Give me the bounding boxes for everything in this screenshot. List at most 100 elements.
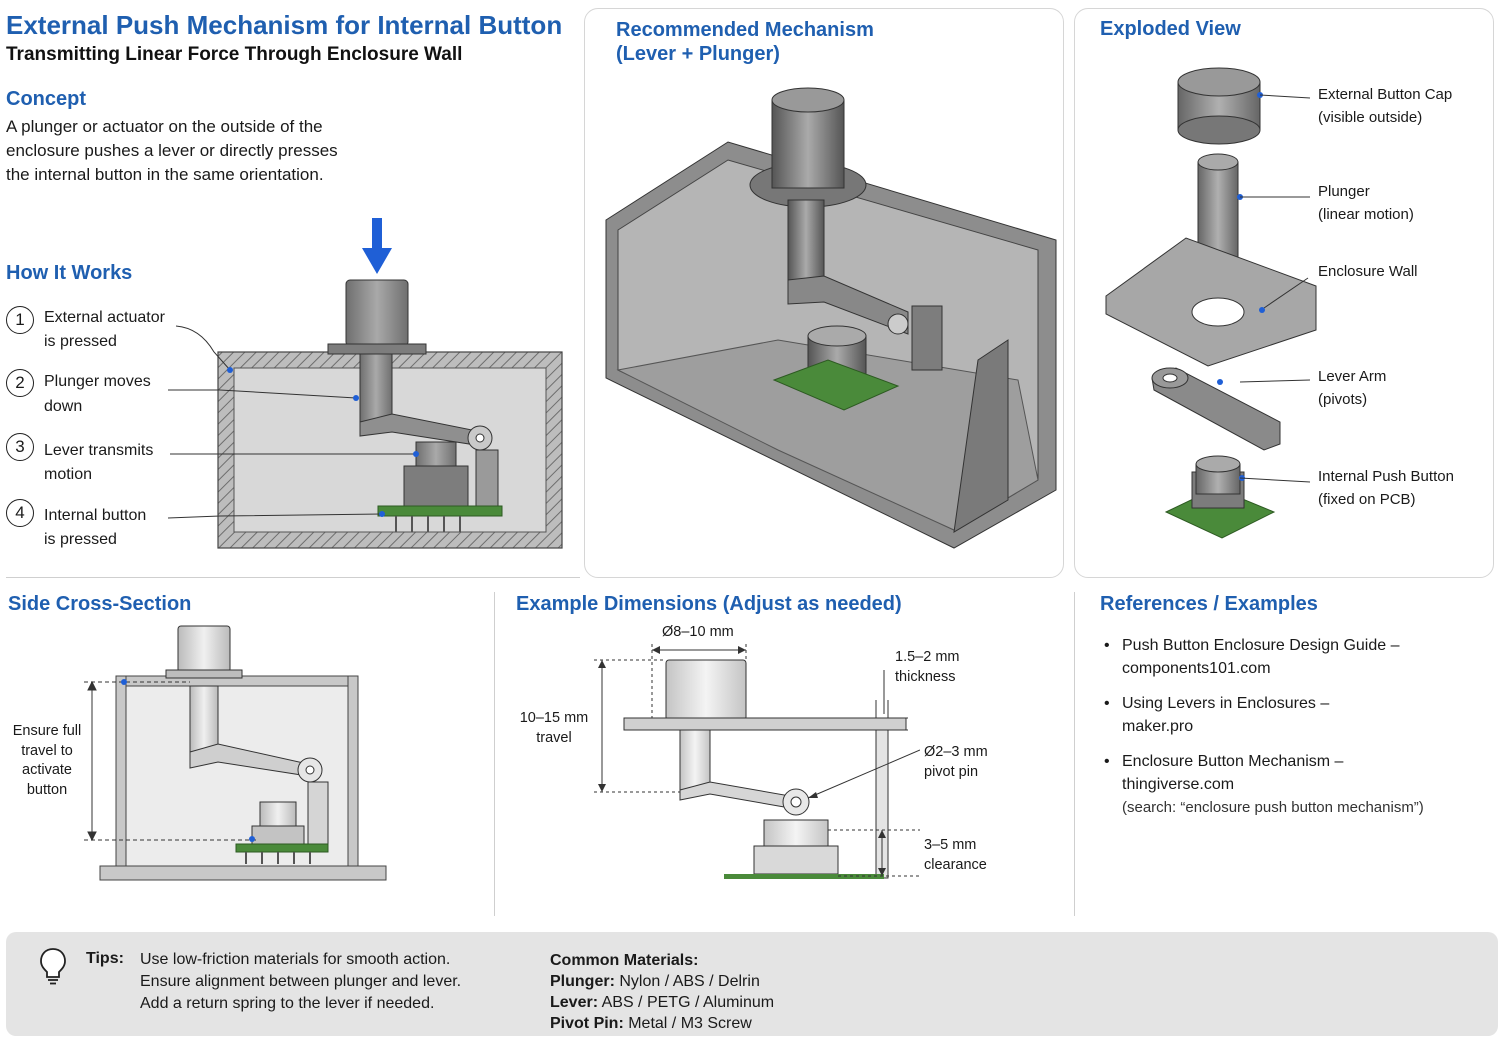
pivot-label: Ø2–3 mm pivot pin (924, 742, 988, 782)
recommended-mechanism-render (605, 87, 1057, 549)
pcb (377, 505, 503, 517)
dim-line: thickness (895, 669, 956, 685)
exploded-plunger-top (1197, 153, 1239, 171)
cap-flange (327, 343, 427, 355)
callout-wall: Enclosure Wall (1318, 260, 1417, 283)
note-line: travel to (21, 742, 73, 759)
step-line: down (44, 398, 83, 415)
dim-line: clearance (924, 857, 987, 873)
leader-lines (167, 325, 416, 519)
exploded-lever (1151, 367, 1281, 451)
divider (6, 577, 580, 578)
callout-line: (fixed on PCB) (1318, 491, 1416, 508)
dim-button (763, 819, 829, 849)
button-legs (395, 516, 461, 532)
recommended-heading-line: (Lever + Plunger) (616, 43, 780, 65)
pivot (887, 313, 909, 335)
divider (494, 592, 495, 916)
cap-diameter-label: Ø8–10 mm (662, 624, 734, 640)
references-list: Push Button Enclosure Design Guide – com… (1100, 634, 1495, 831)
dim-line: Ø2–3 mm (924, 744, 988, 760)
callout-line: (linear motion) (1318, 206, 1414, 223)
material-label: Plunger: (550, 973, 615, 990)
pivot-block (911, 305, 943, 371)
dim-line: 1.5–2 mm (895, 649, 960, 665)
callout-line: Internal Push Button (1318, 468, 1454, 485)
step-text-1: External actuator is pressed (44, 306, 204, 354)
divider (1074, 592, 1075, 916)
material-label: Pivot Pin: (550, 1015, 624, 1032)
exploded-cap-top (1177, 67, 1261, 97)
cs-pivot-hole (305, 765, 315, 775)
reference-title: Using Levers in Enclosures – (1122, 695, 1330, 712)
cs-left-wall (115, 675, 127, 867)
note-line: Ensure full (12, 723, 82, 739)
exploded-heading: Exploded View (1100, 18, 1241, 40)
cs-right-wall (347, 675, 359, 867)
step-line: External actuator (44, 309, 165, 326)
internal-button-top (415, 441, 457, 469)
callout-line: Plunger (1318, 183, 1370, 200)
dim-plunger (679, 729, 711, 793)
concept-text: A plunger or actuator on the outside of … (6, 115, 386, 187)
how-it-works-diagram (167, 218, 563, 549)
exploded-cap-bottom (1177, 115, 1261, 145)
dim-lever (679, 781, 791, 809)
cs-button (259, 801, 297, 829)
step-line: Plunger moves (44, 373, 151, 390)
plunger (359, 353, 393, 425)
enclosure-floor (616, 339, 1039, 531)
callout-dot (1217, 379, 1223, 385)
tip-line: Use low-friction materials for smooth ac… (140, 951, 451, 968)
step-number-4: 4 (6, 499, 34, 527)
callout-lever: Lever Arm (pivots) (1318, 365, 1386, 411)
step-line: is pressed (44, 531, 117, 548)
cs-legs (245, 852, 311, 864)
callout-dot (1259, 307, 1265, 313)
dim-button-body (753, 845, 839, 875)
materials-block: Common Materials: Plunger: Nylon / ABS /… (550, 950, 970, 1034)
reference-source[interactable]: components101.com (1122, 660, 1271, 677)
step-line: Lever transmits (44, 442, 154, 459)
exploded-render (1105, 67, 1317, 539)
cap-top (771, 87, 845, 113)
callout-dot (121, 679, 127, 685)
cross-section-diagram (84, 625, 387, 881)
dim-pivot-hole (790, 796, 802, 808)
callout-button: Internal Push Button (fixed on PCB) (1318, 465, 1454, 511)
references-heading: References / Examples (1100, 593, 1318, 615)
press-arrow-icon (362, 218, 392, 274)
reference-source[interactable]: thingiverse.com (1122, 776, 1235, 793)
step-number-3: 3 (6, 433, 34, 461)
dim-line: 10–15 mm (519, 710, 589, 726)
how-it-works-heading: How It Works (6, 262, 133, 284)
callout-dot (249, 836, 255, 842)
dim-pcb (724, 874, 884, 879)
enclosure-side-wall (953, 339, 1009, 533)
callout-line: (pivots) (1318, 391, 1368, 408)
cs-pivot-post (307, 781, 329, 847)
step-line: Internal button (44, 507, 147, 524)
reference-item[interactable]: Using Levers in Enclosures – maker.pro (1100, 692, 1495, 738)
cs-cap-flange (165, 669, 243, 679)
cross-section-heading: Side Cross-Section (8, 593, 192, 615)
reference-item[interactable]: Enclosure Button Mechanism – thingiverse… (1100, 750, 1495, 819)
step-text-2: Plunger moves down (44, 369, 204, 419)
material-value: ABS / PETG / Aluminum (598, 994, 775, 1011)
step-number-1: 1 (6, 306, 34, 334)
clearance-label: 3–5 mm clearance (924, 835, 987, 875)
note-line: activate (22, 762, 72, 778)
reference-item[interactable]: Push Button Enclosure Design Guide – com… (1100, 634, 1495, 680)
exploded-wall-hole (1191, 297, 1245, 327)
dim-line: pivot pin (924, 764, 979, 780)
cross-section-note: Ensure full travel to activate button (6, 722, 88, 800)
exploded-lever-hole (1162, 373, 1178, 383)
callout-line: External Button Cap (1318, 86, 1453, 103)
wall-thickness-label: 1.5–2 mm thickness (895, 647, 959, 687)
reference-source[interactable]: maker.pro (1122, 718, 1194, 735)
note-line: button (26, 781, 68, 798)
tips-text: Use low-friction materials for smooth ac… (140, 949, 520, 1015)
pivot-post (475, 449, 499, 515)
lightbulb-icon (40, 948, 66, 985)
material-value: Nylon / ABS / Delrin (614, 973, 760, 990)
